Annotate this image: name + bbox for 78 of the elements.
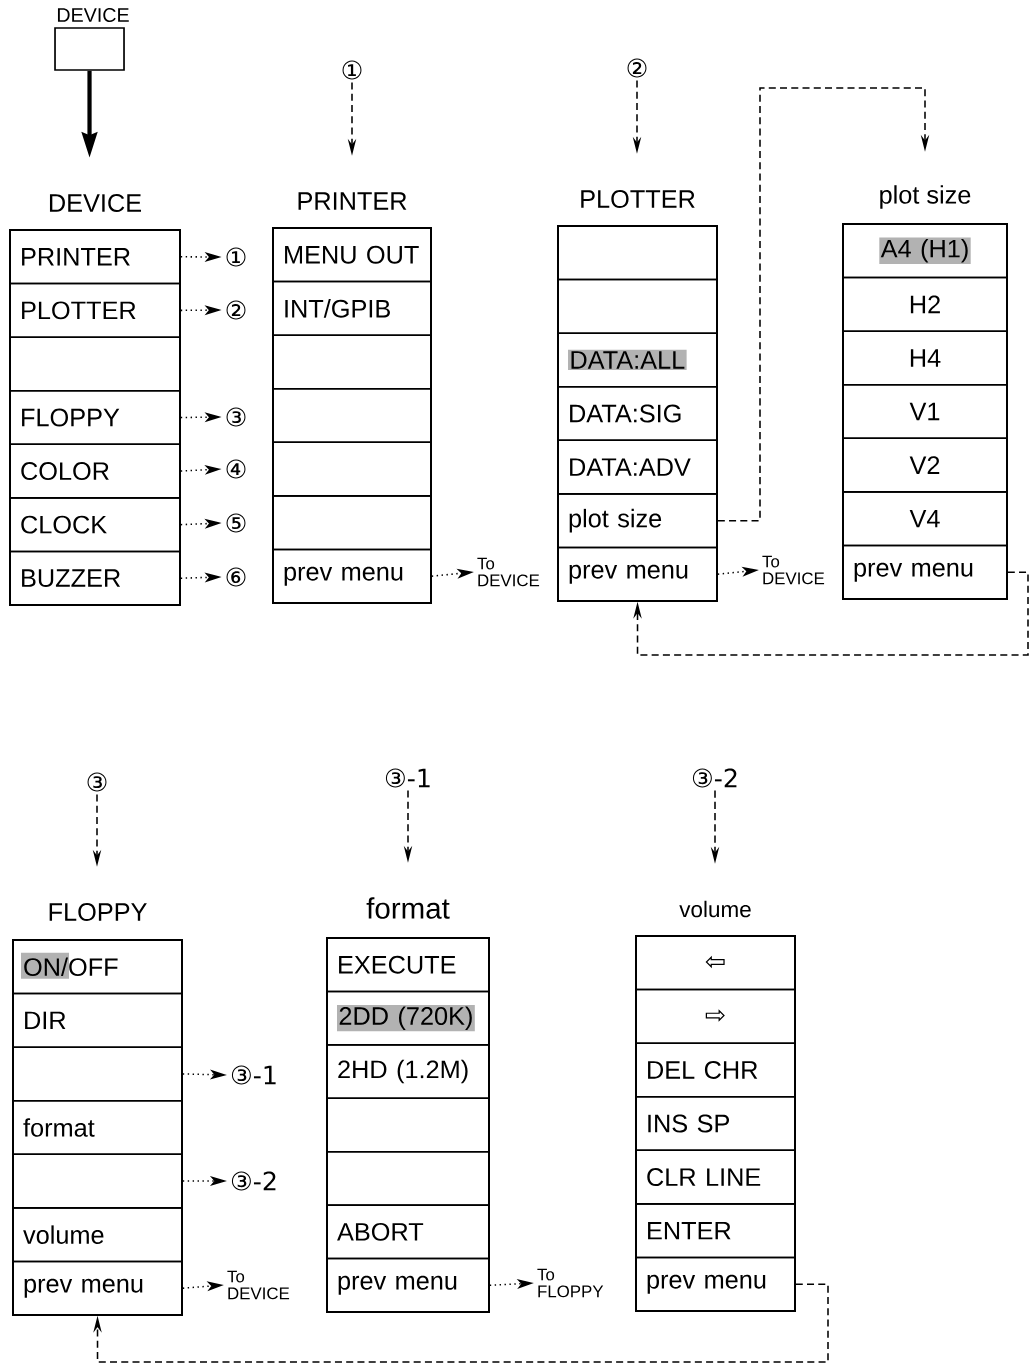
menu-cell: DATA:ADV [557, 439, 718, 495]
empty-cell [272, 441, 432, 497]
menu-title: PLOTTER [581, 190, 695, 208]
arrow [93, 1283, 829, 1363]
empty-cell [272, 387, 432, 444]
menu-reference: ② [226, 300, 246, 320]
menu-cell: DEL CHR [635, 1042, 796, 1098]
empty-cell [272, 334, 432, 390]
menu-cell: INS SP [635, 1095, 796, 1152]
empty-cell [557, 278, 718, 334]
menu-reference: ③-1 [385, 768, 430, 788]
menu-cell: CLR LINE [635, 1149, 796, 1205]
menu-reference: ③-2 [231, 1171, 276, 1191]
menu-cell: INT/GPIB [272, 280, 432, 336]
menu-cell: V2 [842, 437, 1008, 493]
menu-cell: 2HD (1.2M) [326, 1044, 490, 1100]
menu-title: volume [679, 900, 751, 918]
menu-reference: ① [226, 247, 246, 267]
menu-cell: COLOR [9, 443, 181, 499]
menu-cell: ⇨ [635, 988, 796, 1044]
return-label: To DEVICE [227, 1270, 290, 1300]
menu-cell: ⇦ [635, 935, 796, 991]
menu-cell: prev menu [635, 1256, 796, 1312]
empty-cell [12, 1153, 183, 1209]
menu-reference: ④ [226, 459, 246, 479]
menu-reference: ⑤ [226, 513, 246, 533]
empty-cell [557, 225, 718, 281]
menu-reference: ③ [87, 772, 107, 792]
menu-cell: prev menu [326, 1257, 490, 1313]
menu-title: PRINTER [298, 192, 407, 210]
device-box [54, 27, 125, 71]
menu-cell: prev menu [557, 546, 718, 602]
menu-cell: DATA:SIG [557, 385, 718, 442]
menu-cell: prev menu [12, 1260, 183, 1316]
menu-cell: EXECUTE [326, 937, 490, 993]
menu-cell: ENTER [635, 1203, 796, 1259]
menu-title: format [366, 897, 450, 919]
menu-cell: V1 [842, 383, 1008, 440]
menu-title: FLOPPY [49, 903, 147, 921]
menu-cell: H2 [842, 276, 1008, 332]
menu-cell: volume [12, 1207, 183, 1263]
menu-cell: plot size [557, 493, 718, 549]
return-label: To DEVICE [477, 557, 540, 587]
menu-cell: DATA:ALL [557, 332, 718, 388]
menu-cell: prev menu [842, 544, 1008, 600]
empty-cell [272, 495, 432, 551]
menu-cell: ABORT [326, 1204, 490, 1260]
box-title: DEVICE [57, 8, 129, 22]
menu-cell: H4 [842, 330, 1008, 386]
menu-reference: ③-1 [231, 1065, 276, 1085]
menu-reference: ② [627, 58, 647, 78]
empty-cell [12, 1046, 183, 1102]
menu-title: plot size [880, 185, 971, 209]
menu-reference: ③ [226, 407, 246, 427]
menu-cell: PRINTER [9, 229, 181, 285]
menu-cell: MENU OUT [272, 227, 432, 283]
empty-cell [9, 336, 181, 392]
return-label: To DEVICE [762, 555, 825, 585]
menu-title: DEVICE [49, 194, 141, 212]
menu-cell: PLOTTER [9, 282, 181, 338]
arrow [633, 571, 1029, 656]
menu-cell: format [12, 1099, 183, 1156]
menu-reference: ③-2 [692, 768, 737, 788]
menu-cell: A4 (H1) [842, 223, 1008, 279]
menu-reference: ① [342, 60, 362, 80]
menu-cell: BUZZER [9, 550, 181, 606]
menu-cell: prev menu [272, 548, 432, 604]
return-label: To FLOPPY [537, 1268, 604, 1298]
menu-reference: ⑥ [226, 567, 246, 587]
menu-cell: DIR [12, 992, 183, 1048]
menu-cell: V4 [842, 491, 1008, 547]
menu-cell: ON/OFF [12, 939, 183, 995]
menu-cell: FLOPPY [9, 389, 181, 446]
empty-cell [326, 1097, 490, 1153]
empty-cell [326, 1150, 490, 1206]
arrow [717, 87, 930, 522]
menu-cell: 2DD (720K) [326, 990, 490, 1046]
menu-cell: CLOCK [9, 497, 181, 553]
